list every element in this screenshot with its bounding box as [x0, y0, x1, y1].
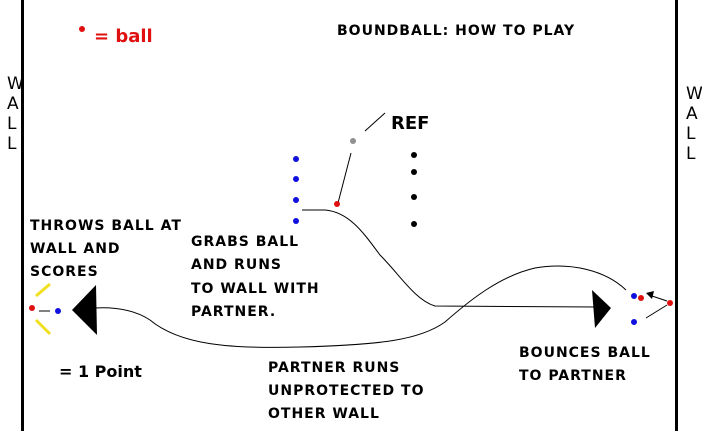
grabs-label-line: GRABS BALL	[191, 234, 300, 250]
page-title: BOUNDBALL: HOW TO PLAY	[337, 23, 576, 39]
score-flash-top	[35, 282, 51, 298]
legend-ball-dot	[79, 26, 85, 32]
black-player	[411, 194, 417, 200]
blue-thrower	[631, 319, 637, 325]
grabs-label-line: AND RUNS	[191, 257, 282, 273]
left-wall	[21, 0, 24, 431]
throws-label-line: THROWS BALL AT	[30, 218, 182, 234]
partner-runs-label-line: UNPROTECTED TO	[268, 383, 425, 399]
wall-letter: L	[7, 114, 17, 134]
grabs-label-line: PARTNER.	[191, 304, 277, 320]
score-ball	[29, 305, 35, 311]
wall-letter: A	[7, 94, 19, 114]
wall-letter: W	[686, 84, 702, 104]
wall-letter: L	[7, 134, 17, 154]
legend-label: = ball	[94, 26, 153, 47]
bounce-line	[645, 304, 668, 319]
blue-player	[293, 197, 299, 203]
blue-partner	[631, 293, 637, 299]
ref-marker	[350, 138, 356, 144]
bounces-label-line: BOUNCES BALL	[519, 345, 651, 361]
score-flash-bottom	[34, 318, 52, 336]
left-arrowhead	[72, 285, 97, 335]
scorer-player	[55, 308, 61, 314]
right-wall	[675, 0, 678, 431]
runner-path	[302, 209, 599, 308]
bounce-ball	[638, 295, 644, 301]
blue-player	[293, 218, 299, 224]
partner-path	[94, 265, 627, 348]
partner-runs-label-line: PARTNER RUNS	[268, 360, 401, 376]
point-label: = 1 Point	[59, 362, 142, 381]
ref-label: REF	[391, 113, 430, 134]
throws-label-line: WALL AND	[30, 241, 121, 257]
wall-ball	[667, 300, 673, 306]
left-wall-label: W A L L	[7, 74, 24, 154]
blue-player	[293, 156, 299, 162]
wall-letter: L	[686, 144, 696, 164]
wall-letter: A	[686, 104, 698, 124]
ref-pointer-line	[364, 112, 386, 132]
bounce-arrow-shaft	[651, 295, 668, 302]
bounce-arrow-head	[646, 291, 654, 299]
partner-runs-label-line: OTHER WALL	[268, 406, 380, 422]
blue-player	[293, 176, 299, 182]
black-player	[411, 169, 417, 175]
black-player	[411, 152, 417, 158]
center-ball	[334, 201, 340, 207]
wall-letter: L	[686, 124, 696, 144]
grab-line	[337, 152, 352, 204]
black-player	[411, 221, 417, 227]
wall-letter: W	[7, 74, 24, 94]
bounces-label-line: TO PARTNER	[519, 368, 627, 384]
grabs-label-line: TO WALL WITH	[191, 281, 320, 297]
throws-label-line: SCORES	[30, 264, 99, 280]
right-wall-label: W A L L	[686, 84, 702, 164]
right-arrowhead	[592, 290, 611, 328]
